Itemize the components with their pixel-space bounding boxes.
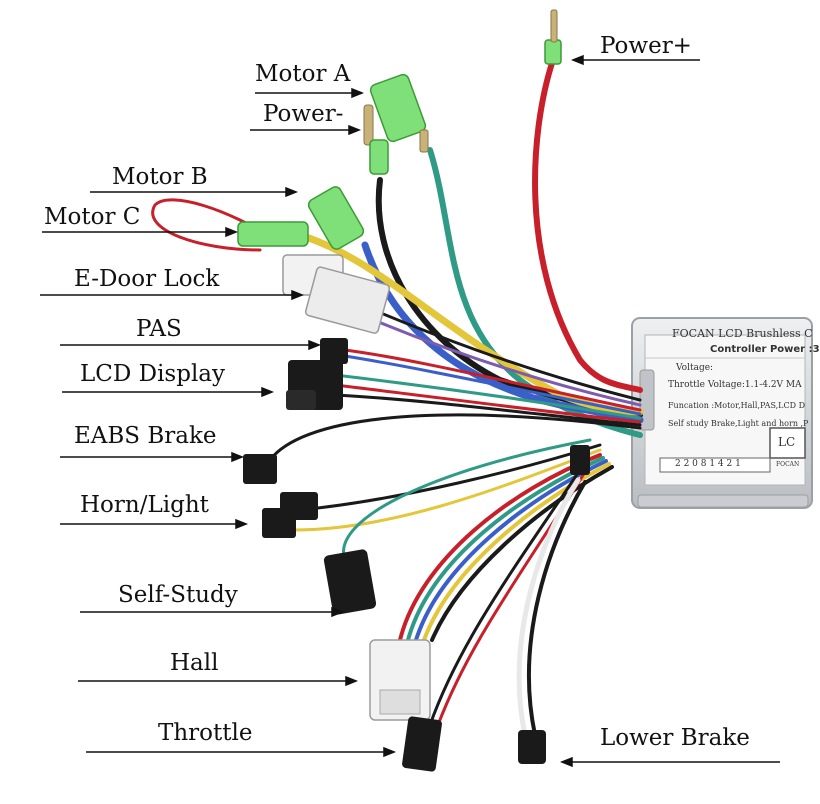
connector-horn-light (262, 492, 318, 538)
label-motor-a: Motor A (255, 61, 351, 87)
label-power-plus: Power+ (600, 33, 692, 59)
wire-bundle (151, 57, 644, 738)
connector-pas (320, 338, 348, 364)
connectors (237, 9, 590, 772)
wiring-diagram: Power+ Motor A Power- Motor B Motor C E-… (40, 9, 820, 772)
label-lower-brake: Lower Brake (600, 725, 750, 751)
wire-hall-1 (398, 453, 602, 642)
wire-pas (343, 348, 642, 412)
label-power-minus: Power- (263, 101, 344, 127)
controller-badge: LC (778, 435, 796, 449)
connector-junction (570, 445, 590, 475)
connector-motor-c (237, 221, 309, 247)
connector-motor-a (369, 73, 429, 153)
label-lcd-display: LCD Display (80, 361, 226, 387)
wiring-illustration (40, 9, 813, 772)
controller-box (631, 317, 813, 509)
controller-function-line: Funcation :Motor,Hall,PAS,LCD D (668, 401, 805, 410)
controller-throttle-line: Throttle Voltage:1.1-4.2V MA (668, 380, 802, 390)
controller-brand-small: FOCAN (776, 461, 800, 468)
label-eabs-brake: EABS Brake (74, 423, 217, 449)
wire-throttle (428, 468, 582, 727)
leader-lines (40, 54, 780, 768)
wire-motor-b (361, 241, 644, 424)
connector-lcd (286, 360, 343, 410)
wire-horn (298, 443, 602, 512)
connector-power-plus (544, 9, 562, 65)
controller-study-line: Self study Brake,Light and horn ,P (668, 419, 809, 428)
connector-lower-brake (518, 730, 546, 764)
label-horn-light: Horn/Light (80, 492, 209, 518)
controller-serial: 2 2 0 8 1 4 2 1 (675, 459, 741, 469)
wire-power-plus (532, 57, 643, 393)
wire-eabs (268, 413, 642, 462)
connector-throttle (402, 716, 442, 772)
controller-power-line: Controller Power :3 (710, 344, 820, 355)
wire-lower-brake (516, 477, 581, 738)
controller-title: FOCAN LCD Brushless C (672, 327, 813, 340)
wire-lcd (333, 373, 642, 420)
label-motor-c: Motor C (44, 204, 141, 230)
label-throttle: Throttle (158, 720, 253, 746)
controller-voltage-line: Voltage: (676, 363, 714, 373)
connector-e-door-lock (282, 254, 391, 334)
label-pas: PAS (136, 316, 182, 342)
connector-motor-b (307, 186, 365, 250)
label-motor-b: Motor B (112, 164, 208, 190)
connector-eabs (243, 454, 277, 484)
wire-e-door-loop (151, 198, 277, 252)
label-hall: Hall (170, 650, 219, 676)
label-e-door-lock: E-Door Lock (74, 266, 220, 292)
connector-self-study (323, 549, 377, 615)
connector-hall (369, 639, 431, 721)
label-self-study: Self-Study (118, 582, 238, 608)
connector-power-minus (363, 104, 389, 175)
wire-self-study (342, 438, 592, 562)
